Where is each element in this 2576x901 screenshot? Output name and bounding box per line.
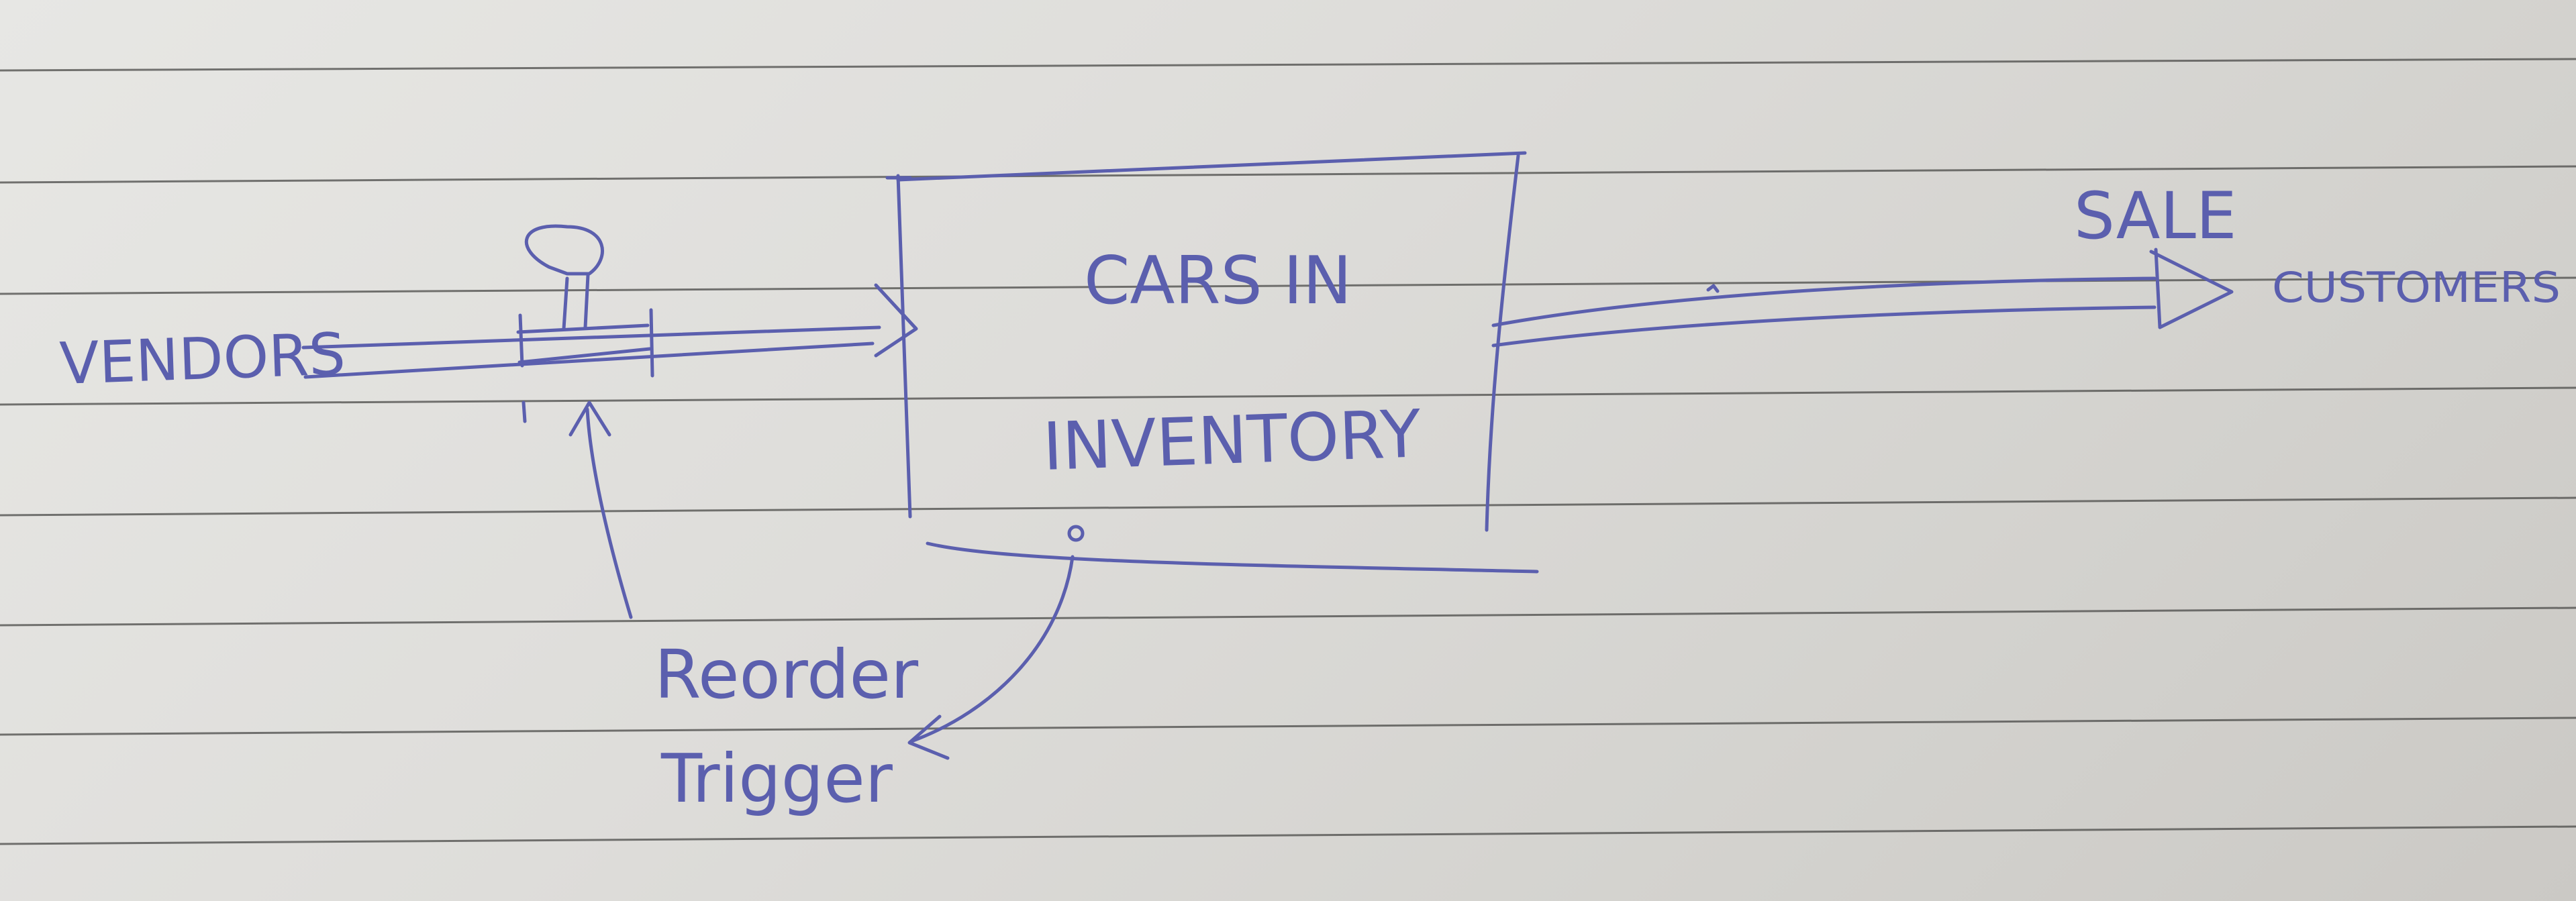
inflow-pipe [301, 283, 918, 379]
outflow-arrowhead [2149, 248, 2234, 329]
valve-icon [516, 224, 654, 423]
reorder-label-line1: Reorder [654, 635, 919, 714]
trigger-arrowhead-up [568, 401, 611, 437]
ruled-line [0, 606, 2576, 627]
customers-label: CUSTOMERS [2272, 263, 2561, 312]
reorder-trigger-arrows [568, 401, 1085, 760]
trigger-point-marker [1067, 525, 1085, 542]
inflow-arrowhead [874, 283, 918, 358]
ruled-line [0, 717, 2576, 736]
reorder-label-line2: Trigger [660, 739, 893, 818]
vendors-label: VENDORS [58, 321, 346, 398]
outflow-pipe [1491, 248, 2234, 348]
sale-label: SALE [2074, 178, 2237, 254]
ruled-line [0, 825, 2576, 845]
ruled-line [0, 58, 2576, 72]
ruled-line [0, 276, 2576, 295]
ruled-line [0, 496, 2576, 517]
inventory-title-line1: CARS IN [1084, 243, 1352, 319]
ruled-line [0, 386, 2576, 406]
trigger-arrowhead-down [907, 714, 950, 760]
inventory-stock-box [885, 151, 1539, 574]
ruled-line [0, 165, 2576, 184]
inventory-title-line2: INVENTORY [1042, 396, 1423, 486]
ruled-lines [0, 58, 2576, 845]
